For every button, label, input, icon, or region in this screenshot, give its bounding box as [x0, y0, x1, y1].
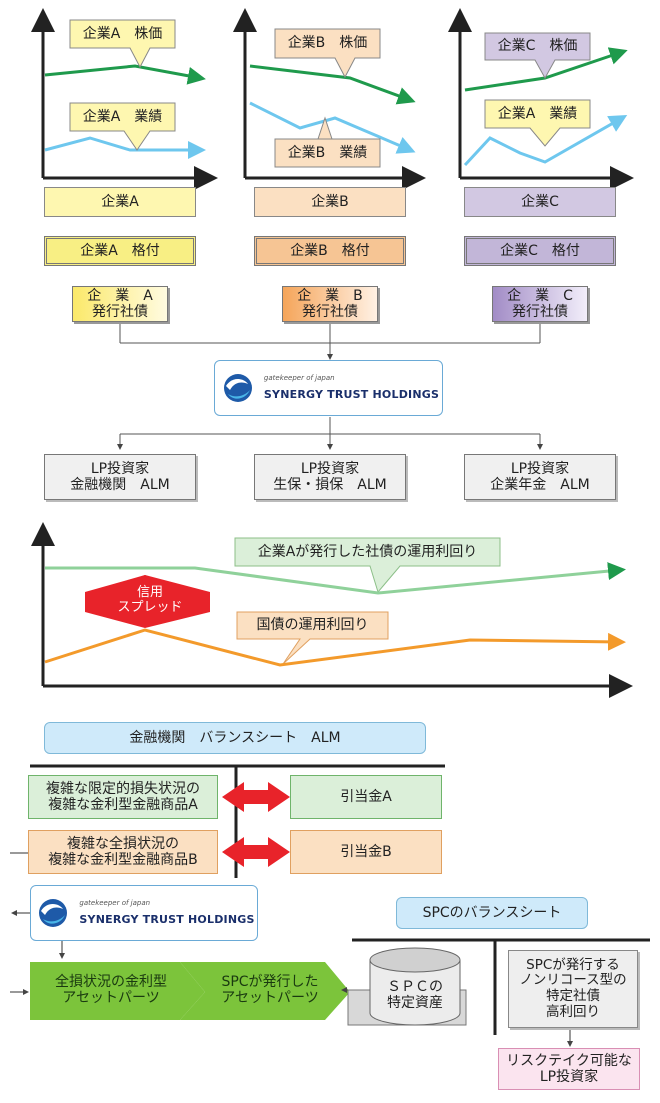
company-c-box: 企業C: [464, 187, 616, 217]
perf-c-line: [463, 115, 628, 167]
stock-chart-c-axes: [448, 8, 634, 190]
callout-stock-a: 企業A 株価: [82, 25, 163, 42]
credit-spread-shape: [85, 575, 210, 628]
green-arrow-2-shape: [180, 962, 350, 1020]
synergy-logo-text: gatekeeper of japan SYNERGY TRUST HOLDIN…: [264, 374, 439, 402]
bond-b-box: 企 業 B 発行社債: [282, 286, 378, 322]
callout-stock-a-shape: [69, 19, 176, 69]
rating-a-box: 企業A 格付: [44, 236, 196, 266]
corp-yield-label: 企業Aが発行した社債の運用利回り: [257, 543, 478, 560]
green-arrow-1-label: 全損状況の金利型 アセットパーツ: [55, 973, 167, 1006]
synergy-logo-text-2: gatekeeper of japan SYNERGY TRUST HOLDIN…: [79, 899, 254, 927]
risk-investor-box: リスクテイク可能な LP投資家: [498, 1048, 640, 1090]
red-double-arrows: [222, 782, 290, 867]
stock-b-line: [249, 64, 416, 105]
callout-stock-b: 企業B 株価: [287, 35, 368, 52]
fi-asset-b: 複雑な全損状況の 複雑な金利型金融商品B: [28, 830, 218, 874]
perf-b-line: [249, 101, 416, 154]
spc-asset-cylinder: [347, 947, 467, 1026]
company-a-box: 企業A: [44, 187, 196, 217]
perf-a-line: [44, 136, 206, 159]
synergy-logo-name-2: SYNERGY TRUST HOLDINGS: [79, 913, 255, 926]
callout-perf-b: 企業B 業績: [287, 144, 368, 161]
fi-reserve-a: 引当金A: [290, 775, 442, 819]
synergy-logo-name: SYNERGY TRUST HOLDINGS: [263, 388, 440, 401]
govt-yield-label: 国債の運用利回り: [256, 617, 369, 634]
callout-perf-a-shape: [69, 102, 176, 151]
investor-fi-box: LP投資家 金融機関 ALM: [44, 454, 196, 500]
callout-perf-c-shape: [484, 99, 591, 147]
fi-balance-title: 金融機関 バランスシート ALM: [44, 722, 426, 754]
corp-yield-line: [45, 562, 626, 595]
stock-chart-b-axes: [233, 8, 426, 190]
synergy-logo-sub-2: gatekeeper of japan: [79, 899, 151, 907]
spc-bond-box: SPCが発行する ノンリコース型の 特定社債 高利回り: [508, 950, 638, 1028]
green-arrow-2-label: SPCが発行した アセットパーツ: [221, 973, 319, 1006]
synergy-logo-secondary: gatekeeper of japan SYNERGY TRUST HOLDIN…: [30, 885, 258, 941]
investor-pension-box: LP投資家 企業年金 ALM: [464, 454, 616, 500]
rating-b-box: 企業B 格付: [254, 236, 406, 266]
callout-stock-c-shape: [484, 32, 591, 80]
synergy-logo-sub: gatekeeper of japan: [263, 374, 335, 382]
fi-asset-a: 複雑な限定的損失状況の 複雑な金利型金融商品A: [28, 775, 218, 819]
synergy-mark-icon: [223, 374, 252, 402]
fi-reserve-b: 引当金B: [290, 830, 442, 874]
callout-govt-yield-shape: [236, 611, 389, 665]
stock-chart-a-axes: [31, 8, 218, 190]
spc-balance-tlines: [352, 938, 650, 1035]
stock-a-line: [44, 64, 206, 85]
company-b-box: 企業B: [254, 187, 406, 217]
investor-connectors: [117, 417, 543, 450]
green-arrow-1-shape: [30, 962, 205, 1020]
synergy-mark-icon-2: [39, 899, 68, 927]
spread-chart-axes: [31, 522, 633, 698]
callout-stock-c: 企業C 株価: [497, 38, 578, 55]
credit-spread-label: 信用 スプレッド: [117, 585, 183, 615]
synergy-logo-main: gatekeeper of japan SYNERGY TRUST HOLDIN…: [214, 360, 443, 416]
bond-a-box: 企 業 A 発行社債: [72, 286, 168, 322]
bond-connectors: [119, 321, 541, 360]
callout-stock-b-shape: [274, 28, 381, 79]
investor-insurance-box: LP投資家 生保・損保 ALM: [254, 454, 406, 500]
spc-balance-title: SPCのバランスシート: [396, 897, 588, 929]
callout-perf-b-shape: [274, 116, 381, 168]
govt-yield-line: [44, 628, 626, 667]
callout-corp-yield-shape: [234, 537, 501, 594]
bond-c-box: 企 業 C 発行社債: [492, 286, 588, 322]
rating-c-box: 企業C 格付: [464, 236, 616, 266]
spc-asset-label: ＳＰＣの 特定資産: [387, 978, 443, 1011]
callout-perf-a: 企業A 業績: [82, 108, 163, 125]
callout-perf-c: 企業A 業績: [497, 105, 578, 122]
